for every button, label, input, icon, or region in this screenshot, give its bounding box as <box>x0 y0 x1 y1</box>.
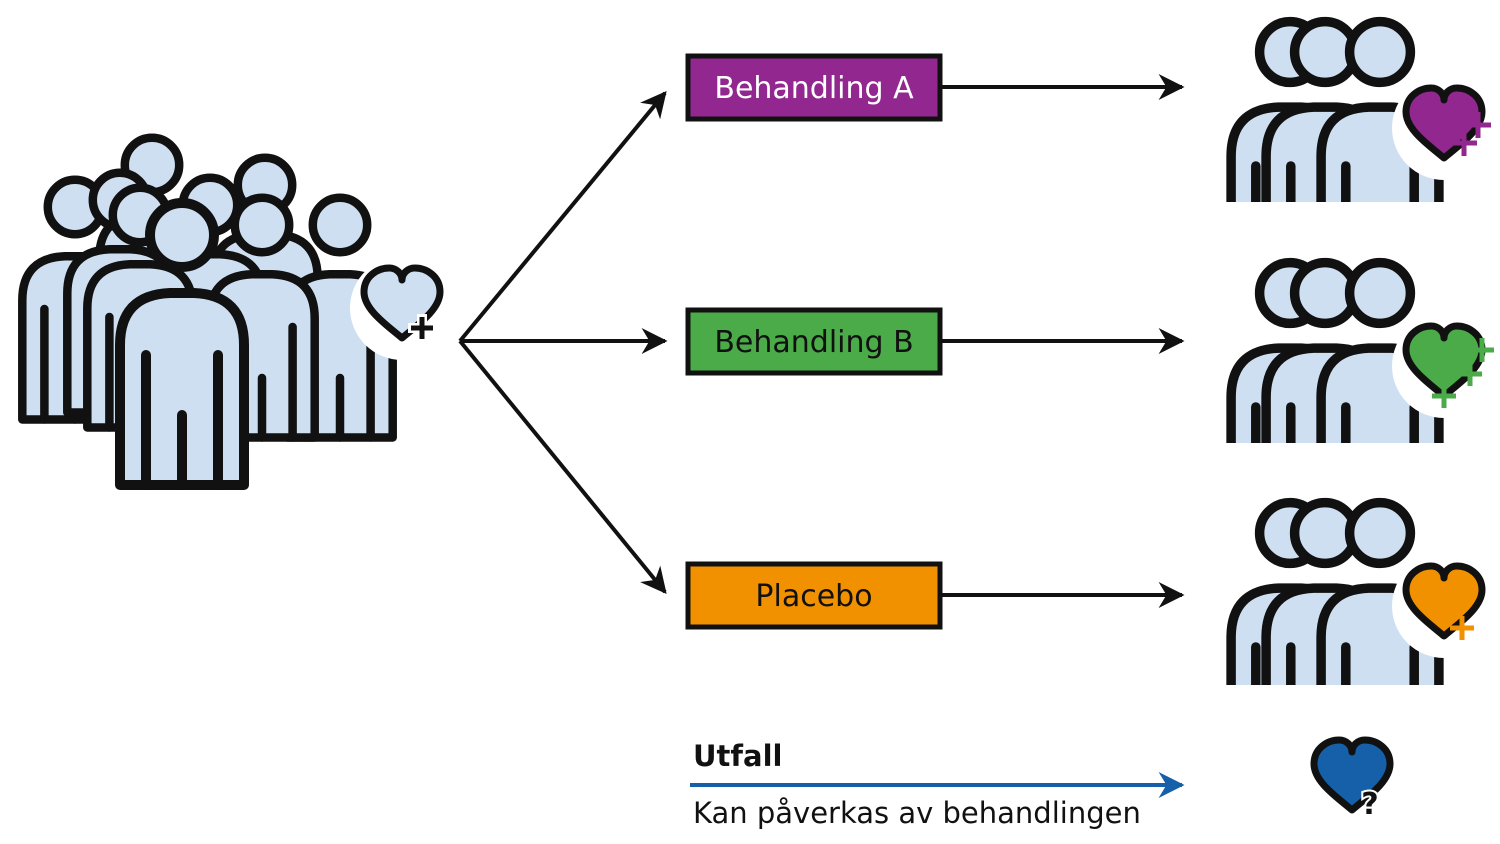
legend-title: Utfall <box>693 739 782 773</box>
legend-description: Kan påverkas av behandlingen <box>693 796 1141 830</box>
population-group-icon <box>22 138 454 485</box>
treatment-label-placebo: Placebo <box>755 579 872 614</box>
heart-plus-icon <box>1392 554 1496 658</box>
treatment-box-b: Behandling B <box>685 307 943 376</box>
outcome-group-a <box>1231 22 1496 290</box>
heart-plus-icon <box>1392 314 1496 418</box>
outcome-group-b <box>1231 263 1496 531</box>
heart-plus-icon <box>350 256 454 360</box>
heart-question-mark: ? <box>1361 787 1378 822</box>
heart-plus-icon <box>1392 76 1496 180</box>
heart-question-icon: ? <box>1314 740 1390 824</box>
treatment-label-b: Behandling B <box>714 325 913 360</box>
outcome-group-placebo <box>1231 503 1496 771</box>
outcome-arrows <box>942 74 1185 608</box>
legend: Utfall Kan påverkas av behandlingen ? <box>690 739 1390 830</box>
branch-arrows <box>458 90 668 595</box>
treatment-box-placebo: Placebo <box>685 561 943 630</box>
treatment-box-a: Behandling A <box>685 53 943 122</box>
treatment-label-a: Behandling A <box>714 71 914 106</box>
